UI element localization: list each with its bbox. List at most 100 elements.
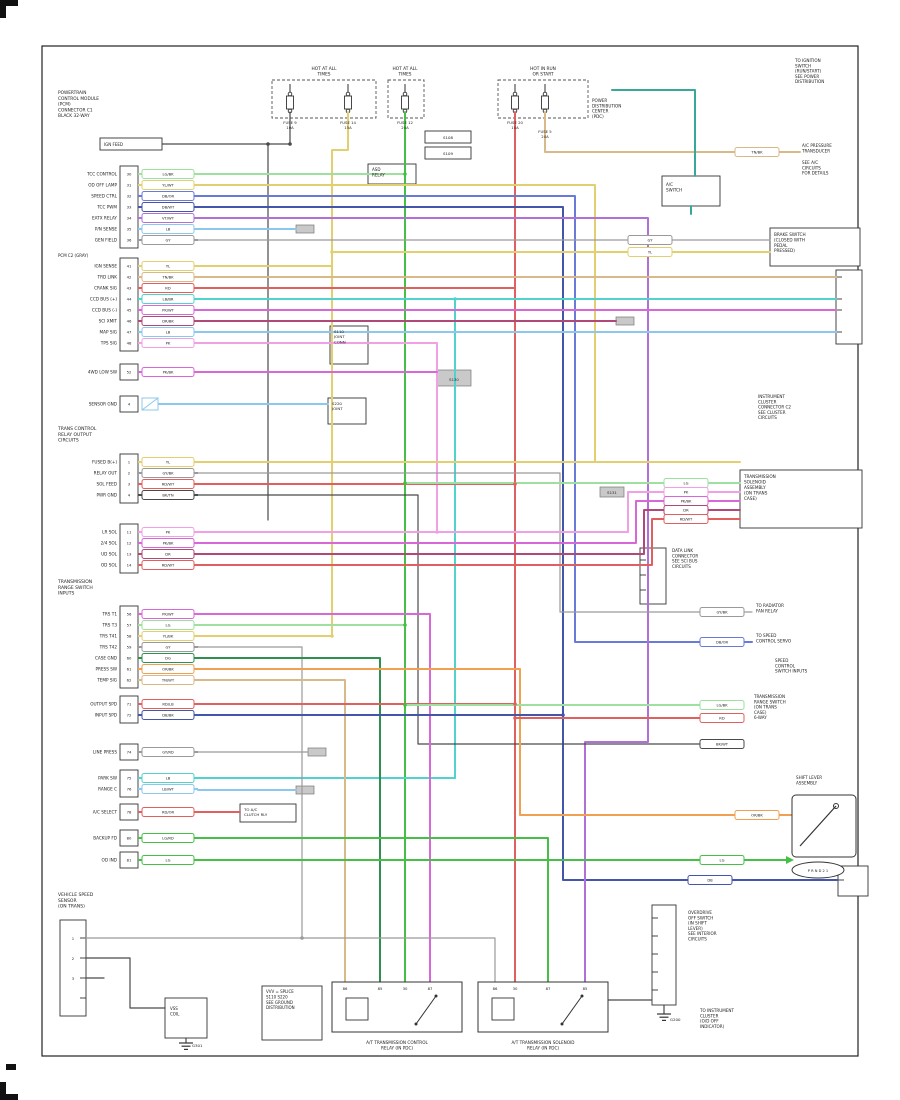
relay-pin-number: 30	[403, 986, 408, 991]
wire-yel	[331, 111, 349, 637]
fuse-terminal-icon	[512, 91, 518, 97]
wire-code-label: BK/TN	[162, 493, 173, 497]
annotation-text: 1	[72, 936, 75, 941]
splice-a	[295, 224, 315, 234]
pin-label: CRANK SIG	[94, 286, 117, 291]
wire-code-label: GY/BK	[716, 610, 728, 614]
pin-number: 74	[127, 750, 132, 755]
wire-code-box	[627, 235, 673, 245]
wire-dkred	[197, 509, 665, 555]
wire-junction-dot	[300, 936, 304, 940]
pin-number: 35	[127, 227, 132, 232]
annotation-text: JOINT	[331, 406, 343, 411]
pin-label: 2/4 SOL	[101, 541, 118, 546]
fuse-terminal-icon	[345, 91, 351, 97]
wire-code-label: DR	[683, 508, 689, 512]
annotation-text: 20A	[541, 134, 549, 139]
joint-conn-s220	[327, 397, 367, 425]
annotation-text: CLUSTER	[758, 399, 777, 404]
annotation-text: (CLOSED WITH	[774, 237, 805, 242]
fuse-icon	[511, 95, 519, 110]
pin-number: 47	[127, 330, 132, 335]
annotation-text: RELAY (IN PDC)	[527, 1045, 559, 1050]
annotation-text: CASE)	[754, 710, 767, 715]
annotation-text: IGN FEED	[104, 142, 123, 147]
annotation-text: TO RADIATOR	[755, 603, 784, 608]
annotation-text: VSS	[170, 1006, 178, 1011]
annotation-text: TRANSDUCER	[801, 148, 830, 153]
annotation-text: (O/D OFF	[700, 1019, 719, 1024]
annotation-text: SEE GROUND	[266, 1000, 293, 1005]
pin-number: 44	[127, 297, 132, 302]
pin-number: 75	[127, 776, 132, 781]
annotation-text: A/C	[666, 182, 673, 187]
wire-red	[197, 518, 665, 566]
pin-number: 80	[127, 836, 132, 841]
relay-pin-number: 85	[583, 986, 588, 991]
annotation-text: INSTRUMENT	[758, 394, 785, 399]
wire-code-label: TN/BK	[750, 150, 763, 154]
annotation-text: COIL	[170, 1011, 180, 1016]
wire-org	[197, 668, 736, 816]
wire-vio	[197, 217, 649, 983]
pin-connector-relay-pwr	[119, 453, 139, 504]
annotation-text: 10A	[286, 125, 294, 130]
pin-label: P/N SENSE	[95, 227, 117, 232]
relay-pin-number: 85	[378, 986, 383, 991]
wire-code-label: GY	[648, 238, 654, 242]
annotation-text: SEE SCI BUS	[672, 559, 698, 564]
wire-code-label: PK/BK	[163, 541, 174, 545]
annotation-text: CIRCUITS	[58, 438, 79, 444]
annotation-text: POWERTRAIN	[58, 90, 86, 96]
wire-code-label: LB	[166, 227, 171, 231]
annotation-text: RELAY OUTPUT	[58, 432, 92, 438]
pin-label: TRD LINK	[97, 275, 118, 280]
annotation-text: CIRCUITS	[672, 564, 691, 569]
pin-label: TCC CONTROL	[86, 172, 118, 177]
pin-label: BACKUP FD	[93, 836, 117, 841]
wire-junction-dot	[453, 297, 457, 301]
wire-code-box	[699, 713, 745, 723]
annotation-text: CONTROL SERVO	[756, 638, 791, 643]
splice-d	[615, 316, 635, 326]
wire-grn	[197, 837, 549, 983]
pin-label: IGN SENSE	[94, 264, 117, 269]
wire-gry	[85, 937, 496, 983]
pin-number: 12	[127, 541, 132, 546]
annotation-text: S131	[607, 490, 617, 495]
wire-code-label: RD/WT	[162, 563, 175, 567]
annotation-text: S130	[449, 377, 459, 382]
annotation-text: (ON TRANS	[744, 491, 768, 496]
wire-code-box	[663, 514, 709, 524]
shift-knob-icon	[833, 803, 839, 809]
annotation-text: ASD	[372, 167, 381, 172]
pin-label: CCD BUS (+)	[90, 297, 117, 302]
relay-switch-icon	[415, 995, 437, 1025]
wire-pnk	[197, 342, 438, 533]
annotation-text: (ON TRANS)	[58, 904, 85, 910]
pin-number: 11	[127, 530, 132, 535]
pin-label: RANGE C	[98, 787, 117, 792]
annotation-text: (PDC)	[592, 114, 604, 119]
annotation-text: RANGE SWITCH	[754, 699, 786, 704]
pin-number: 57	[127, 623, 132, 628]
annotation-text: SENSOR	[58, 898, 77, 904]
wire-junction-dot	[513, 482, 517, 486]
splice-s109	[424, 146, 472, 160]
annotation-text: DISTRIBUTION	[795, 79, 824, 84]
wire-code-label: PK	[166, 341, 171, 345]
wire-junction-dot	[266, 142, 270, 146]
pin-label: TRS T3	[101, 623, 117, 628]
annotation-text: CIRCUITS	[758, 415, 777, 420]
wire-code-label: LG	[684, 481, 689, 485]
wire-code-box	[699, 700, 745, 710]
wire-junction-dot	[435, 530, 439, 534]
splice-s131	[599, 486, 625, 498]
pin-number: 30	[127, 172, 132, 177]
wire-code-label: GY/BK	[162, 471, 174, 475]
annotation-text: DISTRIBUTION	[592, 103, 621, 108]
wire-code-label: VT/WT	[162, 216, 175, 220]
relay-pin-number: 87	[428, 986, 433, 991]
pin-connector-pcm-c2	[119, 257, 139, 352]
wire-junction-dot	[330, 250, 334, 254]
